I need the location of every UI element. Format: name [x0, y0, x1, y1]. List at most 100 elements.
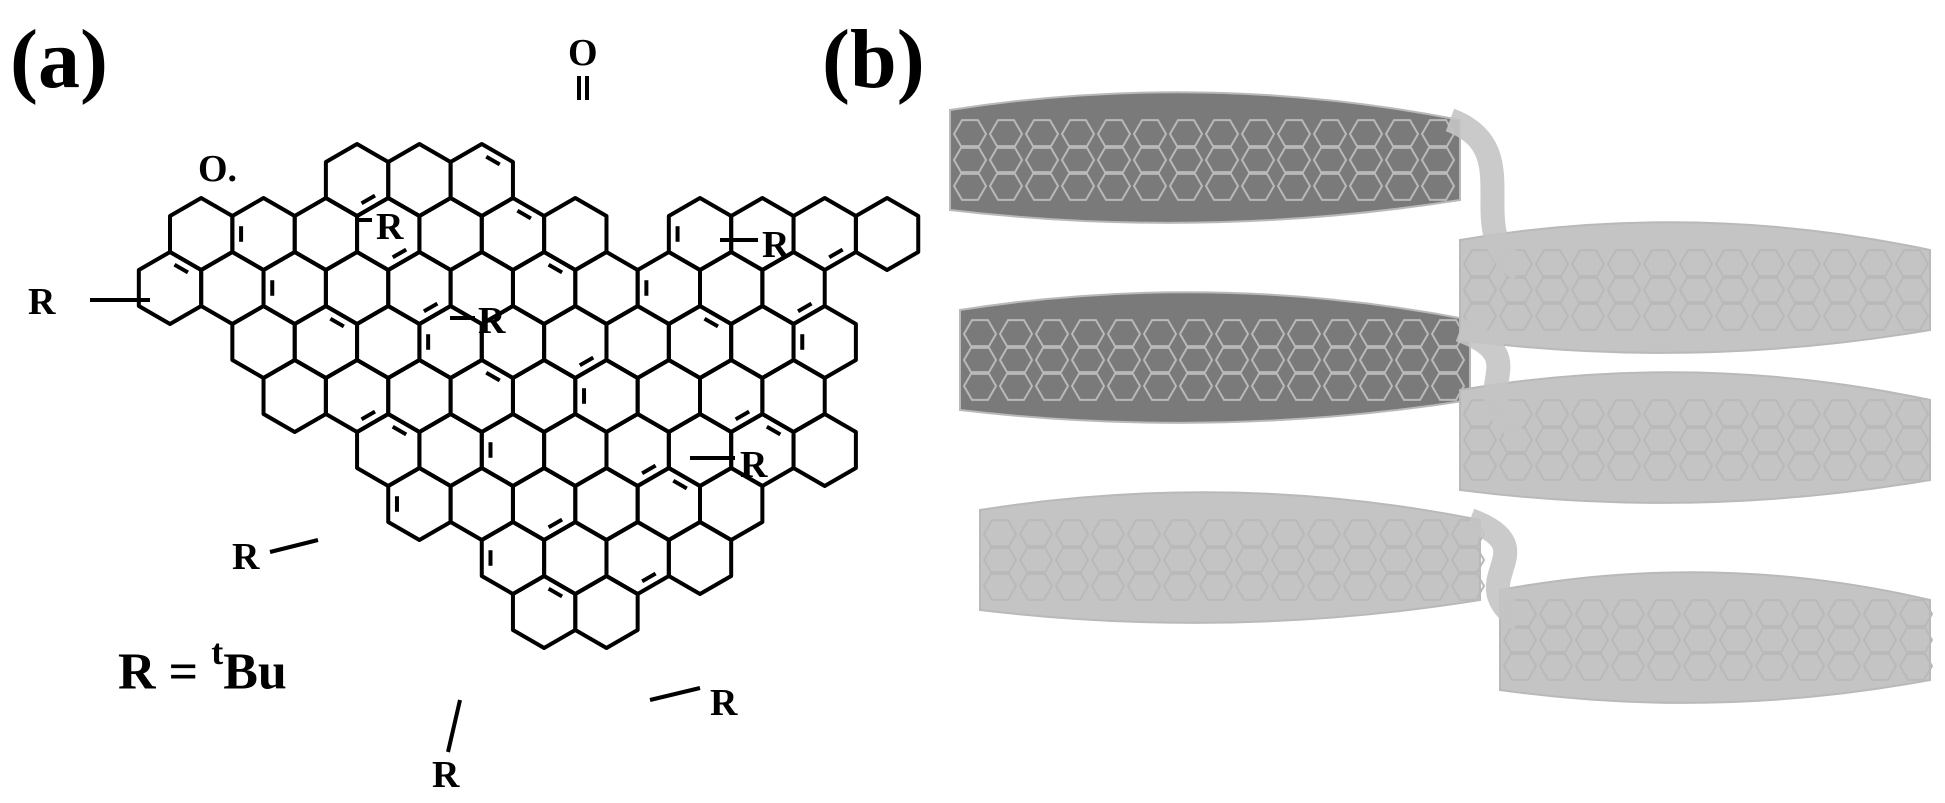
double-bond: [547, 262, 564, 275]
carbon-ring: [1718, 651, 1754, 681]
carbon-ring: [1822, 451, 1858, 481]
carbon-ring: [1894, 301, 1930, 331]
carbon-ring: [1750, 301, 1786, 331]
carbon-ring: [1610, 651, 1646, 681]
carbon-ring: [1250, 371, 1286, 401]
carbon-ring: [1462, 301, 1498, 331]
carbon-ring: [1106, 371, 1142, 401]
carbon-ring: [1822, 301, 1858, 331]
carbon-ring: [1538, 651, 1574, 681]
carbon-ring: [1178, 371, 1214, 401]
carbon-ring: [1378, 571, 1414, 601]
ring: [853, 196, 921, 272]
carbon-ring: [1414, 571, 1450, 601]
carbon-ring: [1498, 451, 1534, 481]
carbon-ring: [1714, 451, 1750, 481]
carbon-ring: [1826, 651, 1862, 681]
double-bond: [703, 316, 719, 329]
double-bond: [329, 316, 345, 329]
double-bond: [360, 193, 377, 206]
double-bond: [485, 154, 501, 167]
carbon-ring: [1858, 301, 1894, 331]
carbon-ring: [1498, 301, 1534, 331]
carbon-ring: [1420, 171, 1456, 201]
substituent-label-r: R: [478, 300, 506, 342]
carbon-ring: [988, 171, 1024, 201]
carbon-ring: [1786, 301, 1822, 331]
carbon-ring: [1682, 651, 1718, 681]
carbon-ring: [1534, 301, 1570, 331]
carbon-ring: [952, 171, 988, 201]
double-bond: [734, 409, 751, 422]
ring: [261, 358, 328, 434]
double-bond: [765, 424, 782, 437]
ring: [510, 574, 578, 650]
carbon-ring: [1858, 451, 1894, 481]
carbon-ring: [1430, 371, 1466, 401]
helix-turn: [1465, 508, 1528, 630]
double-bond: [360, 409, 377, 422]
carbon-ring: [1678, 301, 1714, 331]
helical-ribbon-3d-model: [949, 91, 1934, 704]
carbon-ring: [1678, 451, 1714, 481]
carbon-ring: [962, 371, 998, 401]
carbonyl-oxygen-label: O: [568, 32, 598, 74]
carbon-ring: [1198, 571, 1234, 601]
carbon-ring: [1168, 171, 1204, 201]
carbon-ring: [1276, 171, 1312, 201]
carbon-ring: [1502, 651, 1538, 681]
legend-superscript: t: [211, 632, 224, 672]
carbon-ring: [1384, 171, 1420, 201]
double-bond: [173, 262, 189, 275]
carbon-ring: [1462, 451, 1498, 481]
carbon-ring: [1060, 171, 1096, 201]
carbon-ring: [1574, 651, 1610, 681]
substituent-label-r: R: [232, 536, 260, 578]
carbon-ring: [1786, 451, 1822, 481]
double-bond: [485, 370, 501, 383]
double-bond: [422, 301, 439, 314]
double-bond: [391, 424, 408, 437]
molecular-structure-diagram: [90, 76, 921, 753]
carbon-ring: [1286, 371, 1322, 401]
oxygen-radical-label: O.: [198, 148, 238, 190]
substituent-bond: [269, 538, 319, 554]
ring: [136, 250, 204, 326]
ring: [666, 520, 734, 596]
double-bond: [797, 301, 813, 314]
panel-label-a: (a): [10, 13, 108, 106]
carbon-ring: [1358, 371, 1394, 401]
carbon-ring: [1642, 301, 1678, 331]
carbon-ring: [1090, 571, 1126, 601]
double-bond: [516, 208, 532, 221]
carbon-ring: [1162, 571, 1198, 601]
carbon-ring: [1270, 571, 1306, 601]
carbon-ring: [1862, 651, 1898, 681]
double-bond: [641, 463, 657, 476]
carbon-ring: [1894, 451, 1930, 481]
ring: [573, 574, 640, 650]
legend-rhs: Bu: [223, 643, 287, 701]
carbon-ring: [1132, 171, 1168, 201]
substituent-legend: R = tBu: [118, 634, 287, 701]
substituent-label-r: R: [762, 224, 790, 266]
helix-turn: [1455, 318, 1528, 440]
carbon-ring: [1394, 371, 1430, 401]
double-bond: [547, 517, 564, 530]
carbon-ring: [1306, 571, 1342, 601]
substituent-label-r: R: [740, 444, 768, 486]
substituent-bond: [446, 699, 462, 753]
carbon-ring: [1054, 571, 1090, 601]
substituent-label-r: R: [28, 281, 56, 323]
carbon-ring: [1450, 571, 1486, 601]
carbon-ring: [1348, 171, 1384, 201]
double-bond: [828, 247, 844, 260]
carbon-ring: [998, 371, 1034, 401]
double-bond: [641, 571, 657, 584]
substituent-label-r: R: [710, 682, 738, 724]
carbon-ring: [1642, 451, 1678, 481]
substituent-bond: [649, 686, 701, 702]
double-bond: [672, 478, 688, 491]
carbon-ring: [1214, 371, 1250, 401]
carbon-ring: [1714, 301, 1750, 331]
